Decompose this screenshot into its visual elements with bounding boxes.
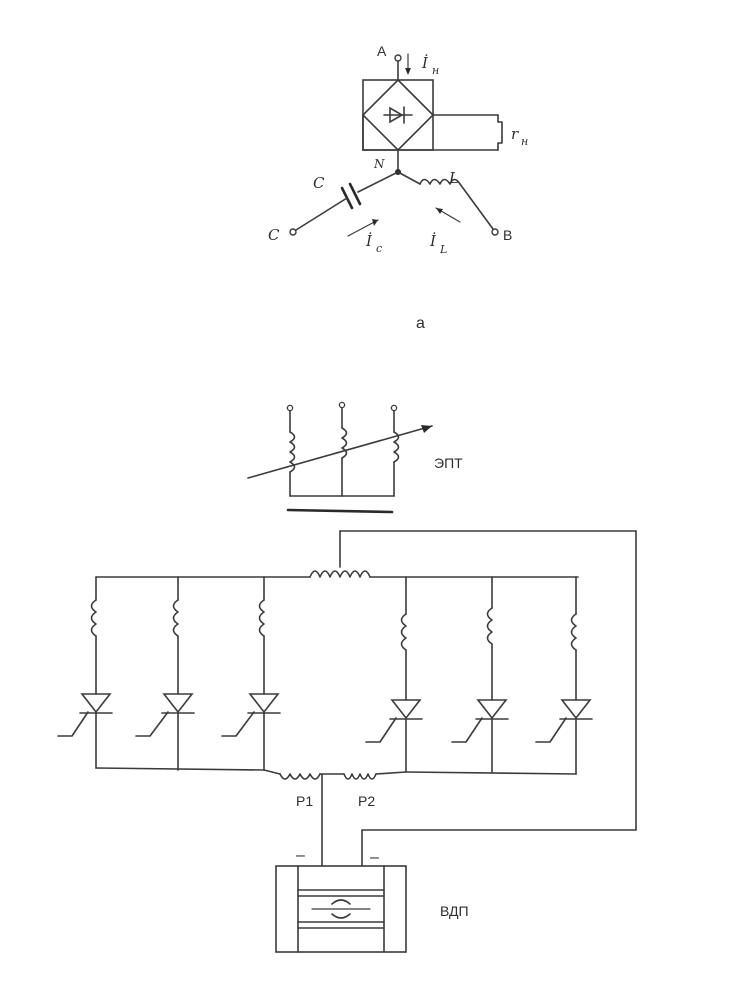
label-capacitor-current: İ: [365, 232, 373, 250]
label-terminal-c: C: [268, 226, 280, 244]
bottom-bus-left: [95, 767, 265, 771]
bottom-bus-left-join: [263, 769, 281, 775]
inductor-l: [419, 178, 461, 185]
bridge-diode-icon: [383, 106, 413, 124]
label-inductor-current: İ: [429, 232, 437, 250]
bottom-bus-right-join: [375, 771, 407, 775]
label-load-resistance: r: [511, 125, 519, 143]
figure-a: A İ н r н N C L C B İ c İ L a: [268, 43, 528, 332]
branch-left-1: [57, 576, 113, 769]
label-minus-1: –: [296, 847, 305, 864]
terminal-c-node: [289, 228, 297, 236]
inductor-current-arrowhead: [436, 208, 443, 214]
caption-a: a: [416, 315, 425, 332]
label-reactor-p1: P1: [296, 793, 313, 809]
label-load-resistance-sub: н: [521, 135, 528, 148]
label-transformer: ЭПТ: [434, 455, 463, 471]
label-load-current: İ: [421, 54, 429, 72]
label-capacitor-current-sub: c: [376, 242, 382, 255]
label-inductor: L: [448, 169, 459, 187]
machine-vdp: [275, 865, 407, 953]
label-capacitor: C: [313, 174, 325, 192]
capacitor-plate-1: [348, 182, 362, 206]
branch-right-1: [365, 576, 423, 773]
label-terminal-a: A: [377, 43, 387, 59]
branch-right-2: [451, 576, 509, 773]
terminal-b-node: [491, 228, 499, 236]
label-terminal-b: B: [503, 227, 512, 243]
label-load-current-sub: н: [432, 64, 439, 77]
capacitor-current-arrowhead: [372, 219, 378, 226]
wire-neutral-to-inductor: [397, 171, 421, 185]
label-machine: ВДП: [440, 903, 469, 919]
label-inductor-current-sub: L: [439, 243, 447, 256]
label-reactor-p2: P2: [358, 793, 375, 809]
reactor-p2: [343, 773, 377, 780]
branch-left-2: [135, 576, 195, 771]
terminal-a-node: [394, 54, 402, 62]
branch-right-3: [535, 576, 593, 775]
reactor-p1: [279, 773, 321, 780]
wire-cap-to-terminal-c: [295, 197, 348, 231]
branch-left-3: [221, 576, 281, 771]
transformer-ept: [247, 401, 433, 514]
wire-neutral-to-cap: [357, 171, 399, 193]
figure-b: ЭПТ: [57, 401, 637, 953]
label-minus-2: –: [370, 849, 379, 866]
load-current-arrowhead: [405, 68, 411, 75]
central-coil: [309, 570, 371, 578]
label-neutral: N: [373, 157, 385, 171]
load-resistor: [497, 114, 503, 151]
bottom-bus-right: [405, 771, 577, 775]
capacitor-current-arrow: [347, 219, 379, 237]
wire-inductor-to-terminal-b: [459, 183, 494, 230]
